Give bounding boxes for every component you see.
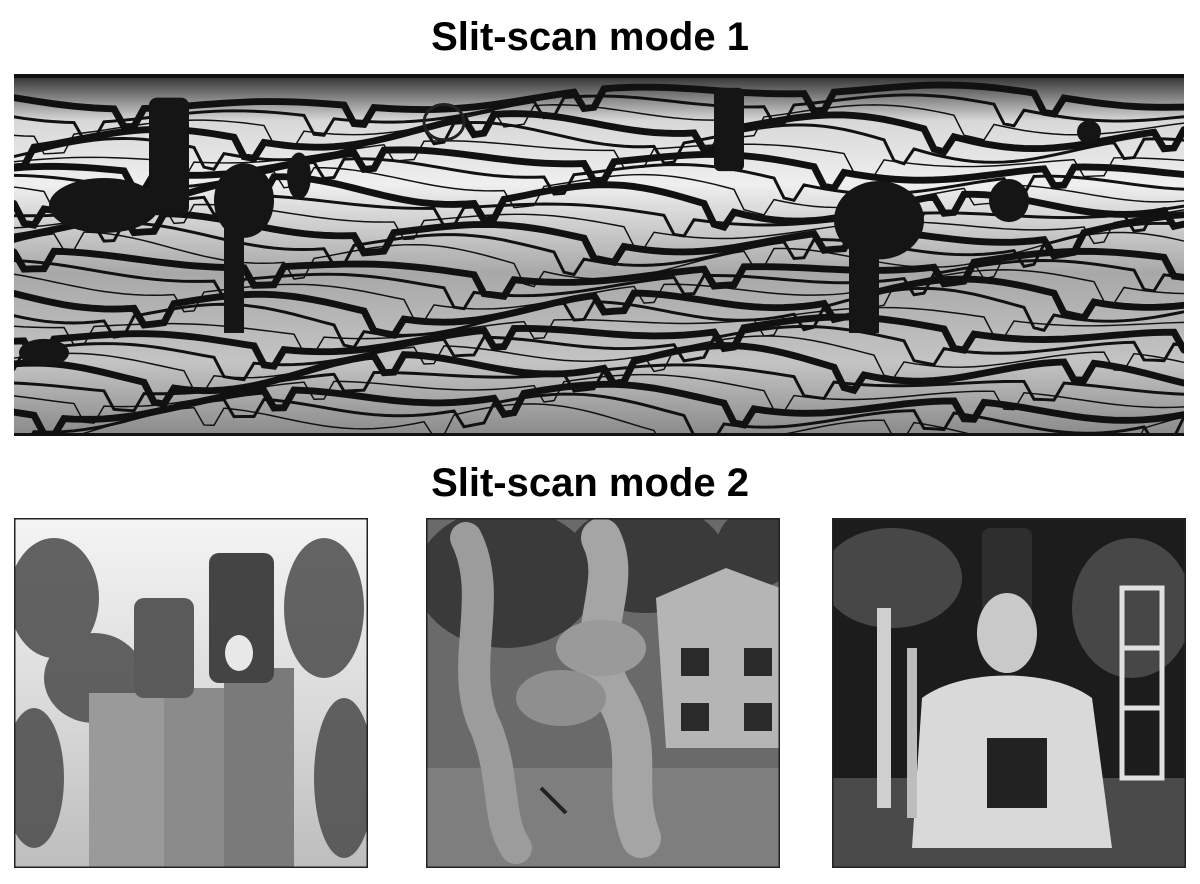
slit-scan-thumbnail-trees [14,518,368,868]
panorama-wave-line [14,193,1184,238]
panorama-wave-line [14,259,1184,311]
panorama-wave-line [14,380,1184,433]
panorama-wave-line [14,173,1184,232]
panorama-wave-line [82,403,1184,433]
slit-scan-thumbnail-person [832,518,1186,868]
panorama-wave-line [14,286,1184,350]
panorama-wave-line [14,306,1184,355]
panorama-wave-line [14,104,1184,155]
thumbnail-graphic-person [832,518,1186,868]
panorama-wave-line [14,313,1184,370]
slit-scan-thumbnail-house [426,518,780,868]
panorama-wave-line [14,221,1184,277]
thumbnail-graphic-trees [14,518,368,868]
thumbnail-graphic-house [426,518,780,868]
panorama-graphic [14,78,1184,433]
panorama-wave-line [14,140,1184,181]
panorama-wave-line [14,210,1184,267]
panorama-wave-line [14,93,1184,142]
dark-blobs [19,87,1101,367]
panorama-wave-line [31,392,1184,433]
panorama-wave-line [14,120,1184,171]
panorama-wave-line [14,268,1184,322]
panorama-wave-line [14,324,1184,382]
panorama-wave-line [14,335,1184,393]
slit-scan-panorama-image [14,74,1184,436]
panorama-wave-line [14,247,1184,300]
panorama-wave-line [14,203,1184,249]
panorama-wave-line [14,110,1184,171]
panorama-wave-line [14,146,1184,195]
panorama-wave-line [14,275,1184,339]
section-title-mode-1: Slit-scan mode 1 [431,15,749,59]
panorama-wave-line [14,363,1184,413]
panorama-wave-line [14,81,1184,130]
section-title-mode-2: Slit-scan mode 2 [431,461,749,505]
